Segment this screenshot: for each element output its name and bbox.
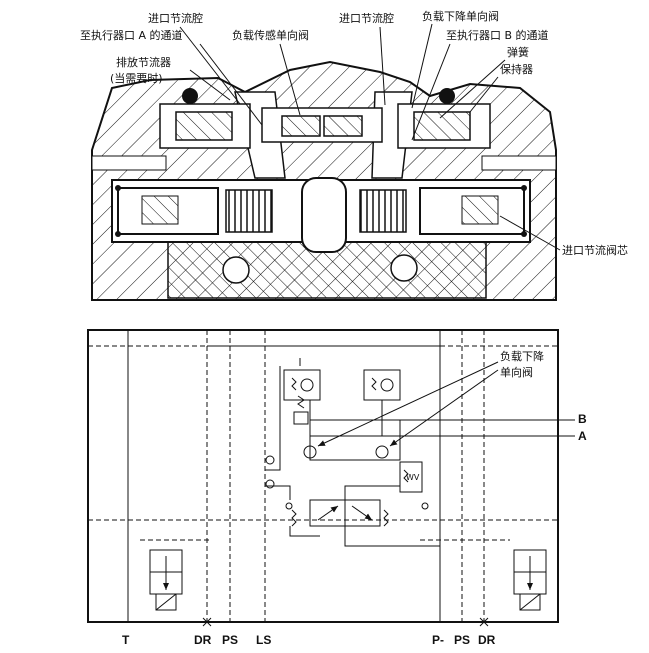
label-wv: WV: [406, 473, 420, 482]
leader-line: [317, 361, 499, 447]
leader-line: [439, 59, 506, 119]
left-side-port: [91, 155, 167, 171]
label-load-drop-check-top: 负载下降单向阀: [422, 9, 499, 23]
load-sense-check-right: [363, 369, 401, 401]
solenoid-valve-left: [149, 549, 183, 611]
circuit-line: [289, 526, 320, 537]
circuit-line: [344, 470, 401, 500]
leader-line: [179, 26, 241, 105]
label-inlet-chamber-right: 进口节流腔: [339, 11, 394, 25]
spool-left-insert: [141, 195, 179, 225]
o-ring: [115, 231, 121, 237]
hydraulic-schematic: [87, 329, 575, 627]
port-label-ls: LS: [256, 633, 271, 647]
label-spring: 弹簧: [507, 45, 529, 59]
relief-block: [293, 411, 309, 425]
leader-line: [189, 69, 231, 101]
o-ring: [521, 185, 527, 191]
block-hole-right: [390, 254, 418, 282]
leader-line: [279, 43, 301, 116]
label-bleed-note: (当需要时): [110, 71, 163, 85]
spool-center: [301, 177, 347, 253]
load-sense-check-left: [283, 369, 321, 401]
leader-line: [389, 369, 499, 447]
circuit-line: [344, 526, 440, 547]
load-check-bore: [261, 107, 383, 143]
load-drop-check-right: [375, 445, 389, 459]
spool-right-insert: [461, 195, 499, 225]
block-hole-left: [222, 256, 250, 284]
leader-line: [199, 43, 263, 126]
leader-line: [411, 23, 433, 109]
schematic-frame: [87, 329, 559, 623]
leader-line: [499, 215, 561, 251]
wv-valve: [399, 461, 423, 493]
label-port-a: A: [578, 429, 587, 443]
drain-cross: [202, 617, 212, 627]
relief-spring: [297, 395, 305, 409]
port-label-dr-left: DR: [194, 633, 212, 647]
label-retainer: 保持器: [500, 62, 533, 76]
check-valve-small: [265, 455, 275, 489]
top-plug-right: [439, 88, 455, 104]
left-upper-poppet: [175, 111, 233, 141]
port-label-ps-left: PS: [222, 633, 238, 647]
label-to-port-b: 至执行器口 B 的通道: [446, 28, 549, 42]
load-check-poppet-right: [323, 115, 363, 137]
circuit-line: [309, 400, 401, 461]
port-label-ps-right: PS: [454, 633, 470, 647]
o-ring: [521, 231, 527, 237]
right-side-port: [481, 155, 557, 171]
label-bleed-throttle: 排放节流器: [116, 55, 171, 69]
circuit-line: [265, 366, 281, 471]
port-label-p: P-: [432, 633, 444, 647]
leader-lines: [179, 23, 561, 251]
label-load-drop-check-2: 单向阀: [500, 365, 533, 379]
valve-section-view: [91, 60, 557, 301]
leader-line: [411, 43, 451, 141]
wv-spring: [403, 469, 409, 483]
label-inlet-spool: 进口节流阀芯: [562, 243, 628, 257]
port-label-dr-right: DR: [478, 633, 496, 647]
leader-line: [379, 26, 386, 106]
label-load-drop-check-1: 负载下降: [500, 349, 544, 363]
section-labels: 进口节流腔 至执行器口 A 的通道 负载传感单向阀 排放节流器 (当需要时) 进…: [80, 9, 628, 257]
spool-fins-right: [359, 189, 407, 233]
orifice: [285, 502, 293, 510]
orifice: [421, 502, 429, 510]
main-spool-valve: [291, 499, 389, 527]
port-label-t: T: [122, 633, 130, 647]
o-ring: [115, 185, 121, 191]
leader-line: [469, 76, 499, 113]
drain-cross: [479, 617, 489, 627]
spool-fins-left: [225, 189, 273, 233]
label-port-b: B: [578, 412, 587, 426]
label-load-check: 负载传感单向阀: [232, 28, 309, 42]
load-check-poppet-left: [281, 115, 321, 137]
top-plug-left: [182, 88, 198, 104]
load-drop-check-left: [303, 445, 317, 459]
label-to-port-a: 至执行器口 A 的通道: [80, 28, 183, 42]
label-inlet-chamber-left: 进口节流腔: [148, 11, 203, 25]
solenoid-valve-right: [513, 549, 547, 611]
